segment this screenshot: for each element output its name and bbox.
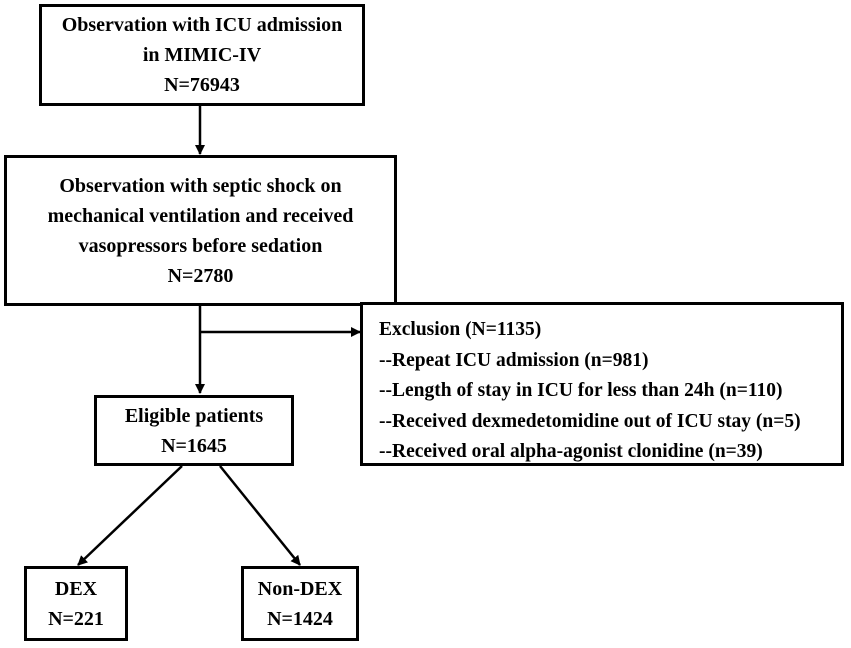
dex-count: N=221 [48, 607, 104, 630]
exclusion-title: Exclusion (N=1135) [379, 319, 542, 340]
exclusion-item-repeat: --Repeat ICU admission (n=981) [379, 349, 649, 371]
icu-admission-line-1: Observation with ICU admission [61, 14, 343, 36]
exclusion-item-clonidine: --Received oral alpha-agonist clonidine … [379, 441, 763, 462]
icu-admission-line-2: in MIMIC-IV [142, 44, 262, 66]
arrow-eligible-to-nondex [219, 465, 301, 566]
eligible-count: N=1645 [161, 434, 227, 457]
box-eligible-patients: Eligible patients N=1645 [94, 395, 294, 466]
box-dex: DEX N=221 [24, 566, 128, 641]
box-non-dex: Non-DEX N=1424 [241, 566, 359, 641]
exclusion-item-dexmedetomidine: --Received dexmedetomidine out of ICU st… [379, 410, 801, 432]
eligible-title: Eligible patients [124, 404, 264, 427]
icu-admission-count: N=76943 [164, 74, 240, 96]
exclusion-item-length-of-stay: --Length of stay in ICU for less than 24… [379, 380, 783, 401]
box-septic-shock: Observation with septic shock on mechani… [4, 155, 397, 306]
septic-shock-line-2: mechanical ventilation and received [47, 204, 354, 227]
arrow-eligible-to-dex [77, 465, 183, 566]
septic-shock-line-3: vasopressors before sedation [78, 234, 323, 257]
box-icu-admission: Observation with ICU admission in MIMIC-… [39, 4, 365, 106]
dex-title: DEX [54, 577, 98, 600]
non-dex-title: Non-DEX [257, 577, 343, 600]
box-exclusion: Exclusion (N=1135) --Repeat ICU admissio… [360, 302, 844, 466]
septic-shock-count: N=2780 [167, 264, 234, 287]
septic-shock-line-1: Observation with septic shock on [59, 174, 342, 197]
non-dex-count: N=1424 [267, 607, 333, 630]
